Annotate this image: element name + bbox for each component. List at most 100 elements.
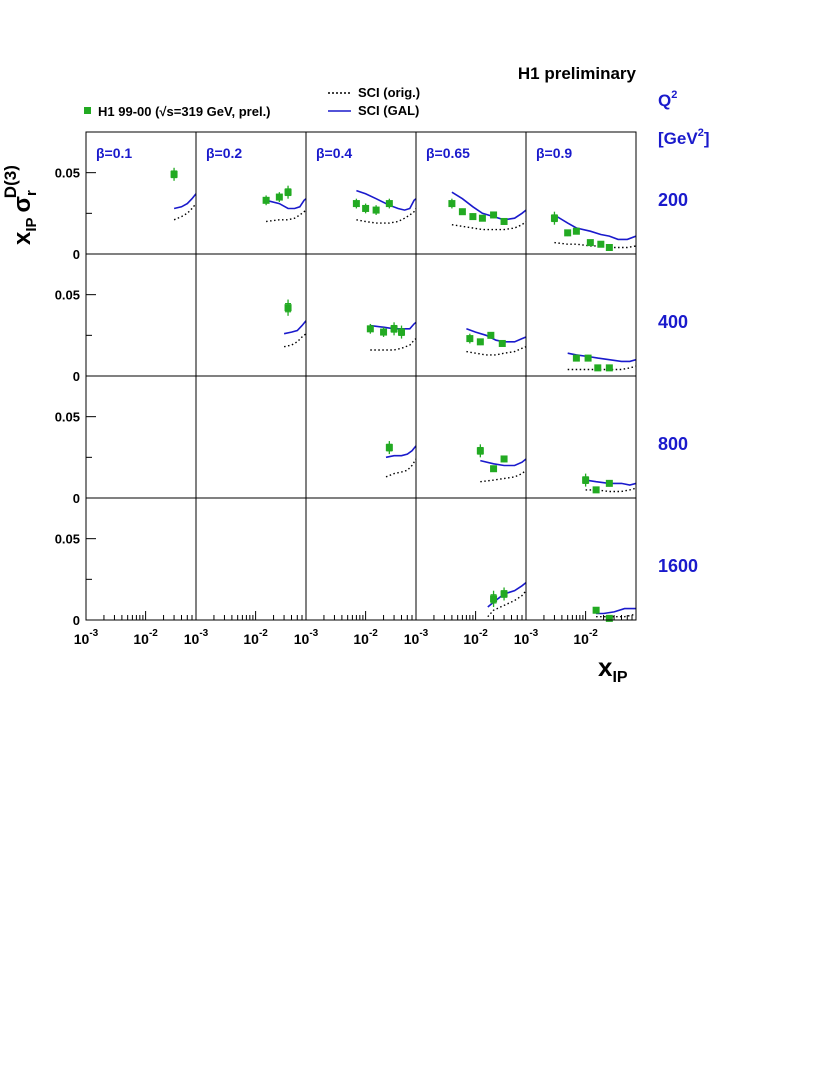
sci-gal-curve <box>553 214 637 241</box>
data-point <box>572 227 580 235</box>
x-tick-base: 10 <box>573 631 589 647</box>
q2-value-label: 400 <box>658 312 688 332</box>
y-tick-label: 0 <box>73 247 80 262</box>
sci-orig-curve <box>554 241 637 249</box>
x-tick-base: 10 <box>243 631 259 647</box>
ylabel-d3: D(3) <box>1 165 20 198</box>
sci-gal-curve <box>451 191 527 221</box>
sci-orig-curve <box>266 209 307 223</box>
data-point <box>352 200 360 208</box>
ylabel-ip: IP <box>23 217 40 231</box>
x-tick-base: 10 <box>404 631 420 647</box>
y-tick-label: 0 <box>73 491 80 506</box>
legend: H1 99-00 (√s=319 GeV, prel.) SCI (orig.)… <box>84 85 420 119</box>
data-point <box>498 339 506 347</box>
data-point <box>385 444 393 452</box>
sci-orig-curve <box>370 338 417 351</box>
data-point <box>284 304 292 312</box>
data-point <box>490 595 498 603</box>
x-tick-label: 10-2 <box>353 628 378 647</box>
q2-value-label: 800 <box>658 434 688 454</box>
q2-value-label: 1600 <box>658 556 698 576</box>
panel-r2-c4 <box>582 473 637 494</box>
y-tick-label: 0.05 <box>55 166 80 181</box>
x-tick-label: 10-2 <box>243 628 268 647</box>
sci-gal-curve <box>596 607 636 615</box>
panel-r1-c3 <box>466 328 527 356</box>
x-tick-exponent: -3 <box>199 628 208 639</box>
data-point <box>385 200 393 208</box>
legend-orig-label: SCI (orig.) <box>358 85 420 100</box>
sci-orig-curve <box>596 612 637 618</box>
sci-gal-curve <box>480 458 527 467</box>
panel-r2-c2 <box>385 441 417 478</box>
q2-label: Q <box>658 91 671 110</box>
x-tick-label: 10-3 <box>404 628 429 647</box>
x-tick-exponent: -3 <box>529 628 538 639</box>
q2-value-label: 200 <box>658 190 688 210</box>
panel-r1-c4 <box>567 352 637 372</box>
x-tick-exponent: -3 <box>309 628 318 639</box>
data-point <box>490 211 498 219</box>
data-point <box>372 206 380 214</box>
sci-orig-curve <box>480 469 527 483</box>
data-point <box>469 213 477 221</box>
data-point <box>582 476 590 484</box>
panel-r0-c1 <box>262 185 307 223</box>
panels-layer <box>170 167 637 622</box>
data-point <box>458 208 466 216</box>
y-axis-label: xIP σrD(3) <box>1 165 40 245</box>
sci-gal-curve <box>356 189 417 211</box>
x-tick-exponent: -3 <box>89 628 98 639</box>
svg-text:xIPσrD(3): xIP σrD(3) <box>1 165 40 245</box>
sci-gal-curve <box>173 193 197 210</box>
data-point <box>466 335 474 343</box>
x-tick-exponent: -2 <box>589 628 598 639</box>
ylabel-sigma: σ <box>9 196 36 212</box>
data-point <box>550 214 558 222</box>
q2-unit-close: ] <box>704 129 710 148</box>
data-point <box>478 214 486 222</box>
y-tick-label: 0.05 <box>55 288 80 303</box>
x-axis-label: xIP <box>598 652 628 686</box>
sci-orig-curve <box>385 458 417 478</box>
data-point <box>390 325 398 333</box>
data-point <box>170 170 178 178</box>
data-point <box>500 455 508 463</box>
data-point <box>605 614 613 622</box>
x-tick-base: 10 <box>353 631 369 647</box>
data-point <box>366 325 374 333</box>
data-point <box>586 239 594 247</box>
ylabel-x: x <box>9 231 36 245</box>
panel-r1-c2 <box>366 321 417 351</box>
q2-unit-sup: 2 <box>698 127 704 139</box>
y-tick-label: 0 <box>73 613 80 628</box>
data-point <box>584 354 592 362</box>
x-tick-label: 10-2 <box>573 628 598 647</box>
ylabel-r: r <box>23 190 40 196</box>
x-tick-base: 10 <box>514 631 530 647</box>
y-tick-label: 0.05 <box>55 532 80 547</box>
legend-data-label: H1 99-00 (√s=319 GeV, prel.) <box>98 104 271 119</box>
x-tick-exponent: -3 <box>419 628 428 639</box>
sci-orig-curve <box>173 203 197 221</box>
x-tick-exponent: -2 <box>259 628 268 639</box>
x-tick-exponent: -2 <box>149 628 158 639</box>
x-tick-label: 10-3 <box>514 628 539 647</box>
data-point <box>380 328 388 336</box>
data-point <box>476 338 484 346</box>
data-point <box>284 188 292 196</box>
data-point <box>398 328 406 336</box>
panel-r2-c3 <box>476 444 527 483</box>
sci-orig-curve <box>283 333 307 348</box>
x-tick-label: 10-3 <box>74 628 99 647</box>
sci-gal-curve <box>265 198 307 210</box>
sci-orig-curve <box>567 365 637 371</box>
panel-r0-c4 <box>550 211 637 251</box>
data-point <box>362 204 370 212</box>
data-point <box>572 354 580 362</box>
data-point <box>275 193 283 201</box>
legend-data-marker <box>84 107 91 114</box>
